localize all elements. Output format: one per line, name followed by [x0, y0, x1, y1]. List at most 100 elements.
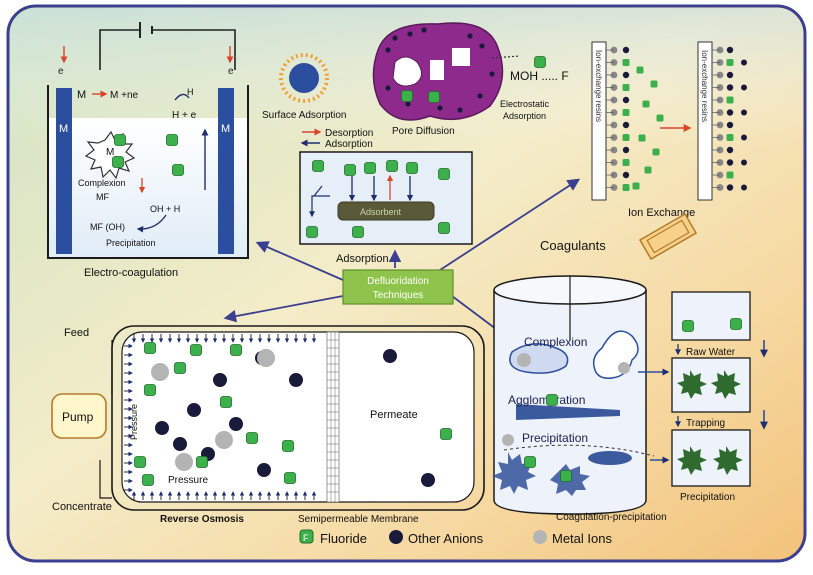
fluoride-ion — [166, 134, 178, 146]
electrode-left — [56, 88, 72, 254]
electron-left-label: e — [58, 66, 64, 77]
legend: F Fluoride Other Anions Metal Ions — [299, 529, 612, 546]
trapping-label: Trapping — [686, 418, 725, 429]
fluoride-ion — [144, 384, 156, 396]
fluoride-ion — [726, 171, 734, 179]
electrostatic-label-1: Electrostatic — [500, 99, 550, 109]
fluoride-ion — [438, 168, 450, 180]
ion-exchange-resin-beads — [606, 46, 747, 191]
other-anion — [726, 71, 734, 79]
legend-fluoride-symbol: F — [303, 533, 309, 543]
legend-fluoride-swatch — [299, 529, 314, 544]
fluoride-ion — [524, 456, 536, 468]
fluoride-ion — [114, 134, 126, 146]
ion-exchange-panel: Ion-exchange resins Ion-exchange resins … — [591, 41, 713, 219]
adsorbent-label: Adsorbent — [360, 207, 402, 217]
electrostatic-label-2: Adsorption — [503, 111, 546, 121]
fluoride-ion — [174, 362, 186, 374]
other-anion — [622, 171, 630, 179]
complex-ion-label: M — [106, 147, 114, 158]
fluoride-ion — [636, 66, 644, 74]
fluoride-ion — [726, 134, 734, 141]
other-anion — [622, 46, 630, 54]
fluoride-ion — [144, 342, 156, 354]
fluoride-ion — [546, 394, 558, 406]
center-label-1: Defluoridation — [367, 276, 429, 287]
fluoride-ion — [406, 162, 418, 174]
fluoride-ion — [622, 59, 630, 66]
legend-metal-label: Metal Ions — [552, 531, 612, 546]
feed-label: Feed — [64, 327, 89, 339]
fluoride-ion — [306, 226, 318, 238]
fluoride-ion — [401, 90, 413, 102]
resin-right-label: Ion-exchange resins — [700, 50, 709, 122]
legend-anion-swatch — [389, 530, 403, 544]
fluoride-ion — [622, 184, 630, 191]
adsorption-arrow-label: Adsorption — [325, 139, 373, 150]
pressure-vertical-label: Pressure — [129, 404, 139, 440]
precipitation-box-label: Precipitation — [680, 492, 735, 503]
fluoride-ion — [622, 84, 630, 91]
complexion-label: Complexion — [524, 335, 587, 349]
ion-exchange-title: Ion Exchange — [628, 207, 695, 219]
permeate-label: Permeate — [370, 409, 418, 421]
other-anion — [741, 59, 747, 66]
desorption-label: Desorption — [325, 128, 373, 139]
fluoride-ion — [312, 160, 324, 172]
fluoride-ion — [438, 222, 450, 234]
fluoride-ion — [386, 160, 398, 172]
electron-right-label: e — [228, 66, 234, 77]
fluoride-ion — [632, 182, 640, 190]
membrane-label: Semipermeable Membrane — [298, 514, 419, 525]
fluoride-ion — [726, 59, 734, 66]
fluoride-ion — [246, 432, 258, 444]
coag-title: Coagulation-precipitation — [556, 512, 667, 523]
electrode-right-label: M — [221, 123, 230, 135]
fluoride-ion — [428, 91, 440, 103]
fluoride-ion — [134, 456, 146, 468]
other-anion — [213, 373, 227, 387]
metal-ion — [151, 363, 169, 381]
fluoride-ion — [230, 344, 242, 356]
other-anion — [741, 159, 747, 166]
raw-water-label: Raw Water — [686, 347, 736, 358]
oh-label: OH + H — [150, 204, 180, 214]
fluoride-ion — [190, 344, 202, 356]
precipitation-label: Precipitation — [106, 238, 156, 248]
other-anion — [229, 417, 243, 431]
fluoride-ion — [726, 96, 734, 104]
center-label-2: Techniques — [373, 290, 424, 301]
other-anion — [421, 473, 435, 487]
other-anion — [726, 109, 734, 116]
center-box — [342, 269, 454, 305]
legend-fluoride-label: Fluoride — [320, 531, 367, 546]
h2-label: H — [187, 87, 194, 97]
coag-precipitation-label: Precipitation — [522, 431, 588, 445]
other-anion — [155, 421, 169, 435]
fluoride-ion — [352, 226, 364, 238]
pump-box — [51, 393, 107, 439]
other-anion — [741, 109, 747, 116]
electrode-right — [218, 88, 234, 254]
ro-particles — [151, 349, 435, 487]
fluoride-ion — [638, 134, 646, 142]
center-hub: Defluoridation Techniques — [223, 178, 581, 340]
fluoride-ion — [364, 162, 376, 174]
fluoride-ion — [196, 456, 208, 468]
other-anion — [173, 437, 187, 451]
metal-ion — [257, 349, 275, 367]
fluoride-ion — [440, 428, 452, 440]
other-anion — [257, 463, 271, 477]
other-anion — [726, 84, 734, 91]
fluoride-ion — [172, 164, 184, 176]
pore-diffusion-label: Pore Diffusion — [392, 126, 455, 137]
fluoride-ion — [730, 318, 742, 330]
h-plus-label: H + e — [172, 110, 197, 121]
ro-title: Reverse Osmosis — [160, 514, 244, 525]
mfoh-label: MF (OH) — [90, 222, 125, 232]
fluoride-ion — [656, 114, 664, 122]
legend-metal-swatch — [533, 530, 547, 544]
metal-ion — [215, 431, 233, 449]
other-anion — [383, 349, 397, 363]
other-anion — [726, 159, 734, 166]
